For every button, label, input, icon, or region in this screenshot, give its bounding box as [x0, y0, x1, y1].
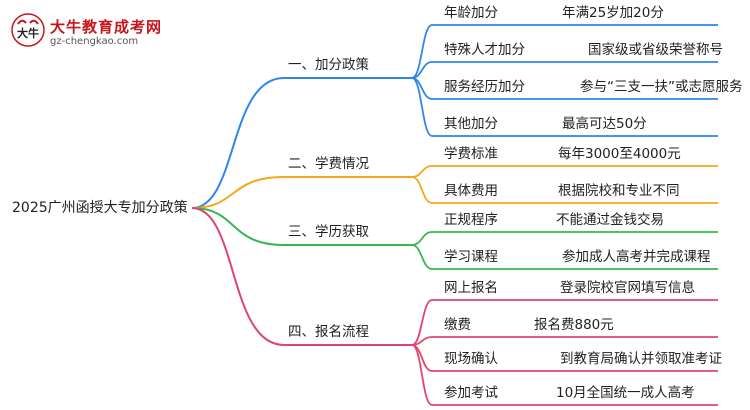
logo-title: 大牛教育成考网 [50, 18, 163, 36]
item-value: 年满25岁加20分 [562, 5, 664, 21]
item-label: 网上报名 [444, 280, 498, 296]
item-label: 学习课程 [444, 249, 498, 265]
branch-2 [191, 165, 718, 209]
root-topic: 2025广州函授大专加分政策 [12, 199, 188, 216]
mindmap-links [191, 24, 718, 406]
logo-mark-text: 大牛 [17, 26, 39, 40]
item-label: 现场确认 [444, 351, 498, 367]
item-label: 其他加分 [444, 116, 498, 132]
item-label: 学费标准 [444, 146, 498, 162]
item-curve [411, 231, 433, 246]
branch-curve [191, 207, 285, 246]
item-value: 国家级或省级荣誉称号 [588, 41, 723, 58]
item-value: 报名费880元 [534, 317, 614, 333]
item-value: 最高可达50分 [562, 115, 647, 132]
item-curve [411, 165, 433, 178]
item-value: 到教育局确认并领取准考证 [560, 351, 722, 367]
branch-label: 二、学费情况 [288, 156, 369, 172]
item-value: 登录院校官网填写信息 [560, 279, 695, 296]
site-logo[interactable]: 大牛 大牛教育成考网 gz-chengkao.com [10, 10, 170, 54]
branch-curve [191, 77, 285, 209]
logo-subtitle: gz-chengkao.com [50, 36, 139, 47]
item-label: 服务经历加分 [444, 79, 525, 95]
item-value: 每年3000至4000元 [558, 146, 681, 162]
item-curve [411, 344, 433, 406]
item-curve [411, 24, 433, 79]
item-label: 缴费 [444, 317, 471, 333]
branch-label: 三、学历获取 [288, 224, 369, 240]
branch-curve [191, 207, 285, 346]
branch-1 [191, 24, 718, 209]
item-curve [411, 244, 433, 270]
branch-label: 四、报名流程 [288, 324, 369, 340]
item-value: 10月全国统一成人高考 [556, 384, 695, 401]
item-curve [411, 299, 433, 346]
branch-label: 一、加分政策 [288, 56, 369, 73]
item-curve [411, 336, 433, 346]
item-value: 参与“三支一扶”或志愿服务 [580, 78, 743, 95]
branch-3 [191, 207, 718, 270]
branch-4 [191, 207, 718, 406]
item-value: 参加成人高考并完成课程 [562, 248, 711, 265]
item-value: 根据院校和专业不同 [558, 182, 680, 199]
item-label: 具体费用 [444, 183, 498, 199]
item-curve [411, 344, 433, 372]
item-curve [411, 176, 433, 204]
item-label: 特殊人才加分 [444, 42, 525, 58]
item-label: 参加考试 [444, 384, 498, 401]
item-curve [411, 77, 433, 137]
item-label: 正规程序 [444, 212, 498, 228]
bull-logo-icon: 大牛 [11, 13, 45, 47]
branch-curve [191, 176, 285, 209]
item-value: 不能通过金钱交易 [556, 211, 664, 228]
item-label: 年龄加分 [444, 5, 498, 21]
